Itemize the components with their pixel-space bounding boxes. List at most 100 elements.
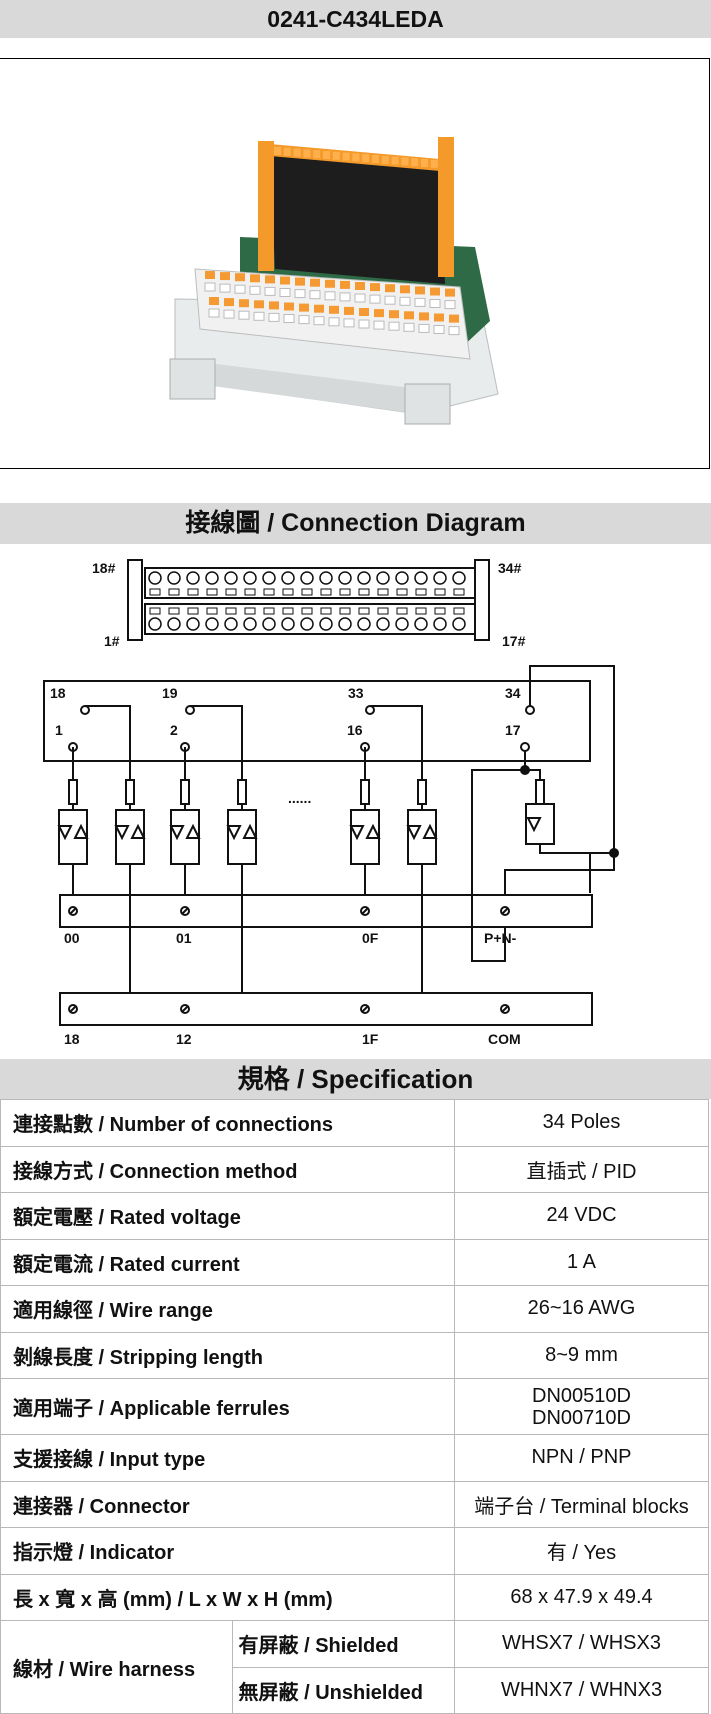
- pin-terminal: [365, 705, 375, 715]
- connector-latch: [313, 150, 321, 159]
- terminal-hole: [373, 320, 385, 330]
- terminal-hole: [253, 311, 265, 321]
- bus2-label-1F: 1F: [362, 1031, 379, 1047]
- resistor: [535, 779, 545, 805]
- connector-slot: [358, 588, 370, 596]
- spec-label: 長 x 寬 x 高 (mm) / L x W x H (mm): [0, 1573, 455, 1621]
- terminal-lever: [325, 279, 335, 288]
- connector-slot: [244, 607, 256, 615]
- connector-latch: [352, 153, 360, 162]
- connector-pin: [376, 571, 390, 585]
- pin-terminal: [185, 705, 195, 715]
- terminal-lever: [265, 275, 275, 284]
- connector-pin: [319, 571, 333, 585]
- connector-slot: [187, 588, 199, 596]
- led-diode: [365, 823, 381, 839]
- connector-pin: [433, 617, 447, 631]
- terminal-lever: [385, 284, 395, 293]
- spec-label: 額定電壓 / Rated voltage: [0, 1192, 455, 1240]
- wire: [190, 705, 243, 780]
- connector-slot: [187, 607, 199, 615]
- connector-pin: [376, 617, 390, 631]
- connector-slot: [168, 607, 180, 615]
- terminal-lever: [329, 305, 339, 314]
- terminal-hole: [384, 295, 396, 305]
- connector-pin: [338, 571, 352, 585]
- connector-label-bottom-left: 1#: [104, 633, 120, 649]
- connector-latch: [421, 159, 428, 167]
- connector-pin: [357, 617, 371, 631]
- screw-terminal: [68, 1004, 78, 1014]
- terminal-hole: [313, 316, 325, 326]
- connector-pin: [452, 571, 466, 585]
- led-diode: [422, 823, 438, 839]
- connector-pin: [395, 571, 409, 585]
- terminal-lever: [224, 298, 234, 307]
- spec-label: 適用端子 / Applicable ferrules: [0, 1378, 455, 1435]
- spec-row: 長 x 寬 x 高 (mm) / L x W x H (mm)68 x 47.9…: [0, 1573, 709, 1621]
- connector-latch: [401, 157, 409, 166]
- specification-title: 規格 / Specification: [237, 1064, 474, 1094]
- terminal-lever: [205, 271, 215, 279]
- connector-pin: [167, 571, 181, 585]
- terminal-hole: [414, 297, 426, 307]
- connector-pin: [205, 571, 219, 585]
- wire: [525, 769, 541, 780]
- connector-latch: [430, 159, 438, 168]
- spec-label: 額定電流 / Rated current: [0, 1238, 455, 1286]
- connector-latch: [283, 147, 291, 156]
- terminal-hole: [268, 312, 280, 322]
- pin-label-2: 2: [170, 722, 178, 738]
- wire: [539, 844, 591, 893]
- terminal-lever: [209, 297, 219, 305]
- led-diode: [526, 817, 542, 833]
- terminal-hole: [309, 290, 321, 300]
- pin-header-box: [43, 680, 591, 762]
- pin-label-34: 34: [505, 685, 521, 701]
- spec-value: NPN / PNP: [454, 1434, 709, 1482]
- connector-latch: [391, 156, 399, 165]
- connector-pin: [300, 571, 314, 585]
- terminal-lever: [434, 313, 444, 322]
- resistor: [360, 779, 370, 805]
- terminal-hole: [388, 321, 400, 331]
- terminal-hole: [328, 317, 340, 327]
- unshielded-label: 無屏蔽 / Unshielded: [231, 1666, 456, 1714]
- pin-terminal: [520, 742, 530, 752]
- connector-slot: [301, 588, 313, 596]
- terminal-hole: [234, 284, 246, 294]
- terminal-lever: [419, 312, 429, 321]
- terminal-lever: [340, 280, 350, 289]
- terminal-lever: [310, 278, 320, 287]
- terminal-hole: [433, 325, 445, 334]
- connector-pin: [262, 617, 276, 631]
- terminal-lever: [430, 287, 440, 296]
- connector-pin: [243, 571, 257, 585]
- connector-pin: [414, 617, 428, 631]
- terminal-lever: [239, 299, 249, 308]
- connector-slot: [244, 588, 256, 596]
- terminal-lever: [359, 308, 369, 316]
- terminal-lever: [220, 272, 230, 281]
- connector-latch: [381, 155, 389, 164]
- product-photo-frame: [0, 58, 710, 469]
- connector-pin: [281, 617, 295, 631]
- pin-terminal: [80, 705, 90, 715]
- wire: [370, 705, 423, 780]
- bus2-label-com: COM: [488, 1031, 521, 1047]
- common-bus-2: [59, 992, 593, 1026]
- connector-label-top-left: 18#: [92, 560, 116, 576]
- connector-pin: [186, 571, 200, 585]
- resistor: [125, 779, 135, 805]
- connector-pin: [338, 617, 352, 631]
- spec-value: 有 / Yes: [454, 1527, 709, 1575]
- connector-slot: [434, 607, 446, 615]
- screw-terminal: [360, 906, 370, 916]
